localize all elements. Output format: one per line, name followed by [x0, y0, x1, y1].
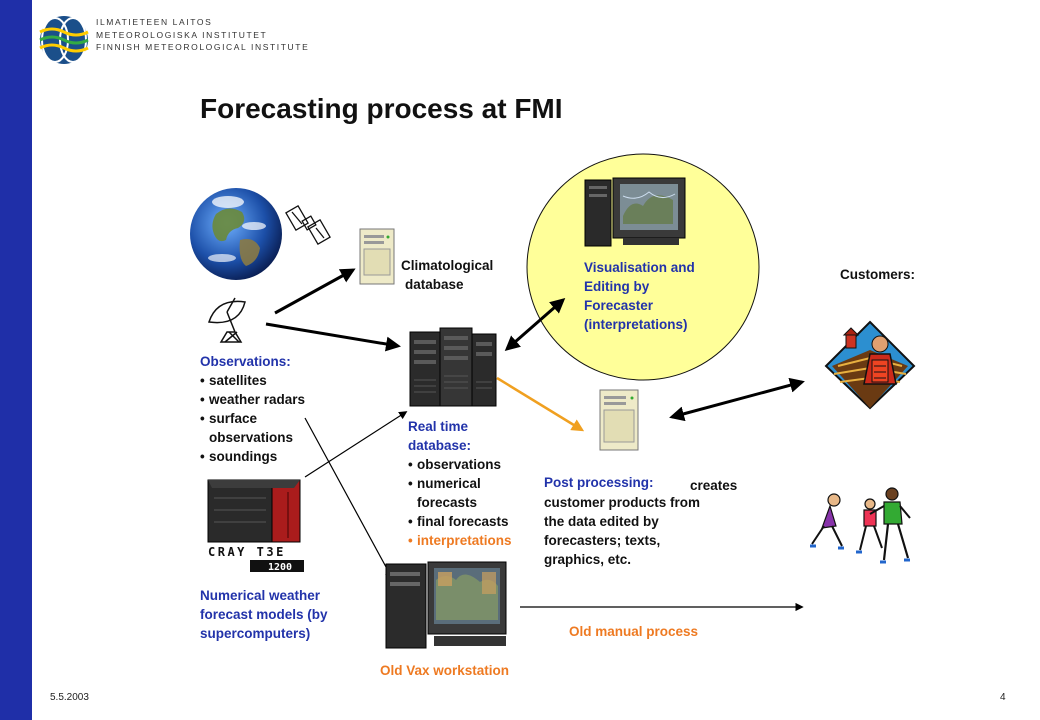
- realtime-database-block: Real time database: observations numeric…: [408, 417, 533, 550]
- footer-page-number: 4: [1000, 692, 1006, 703]
- postprocessing-heading: Post processing:: [544, 475, 654, 490]
- forecaster-workstation-icon: [584, 177, 686, 247]
- climatological-server-icon: [359, 228, 395, 285]
- list-item: surface observations: [200, 409, 330, 447]
- visualisation-label: Visualisation and Editing by Forecaster …: [584, 260, 695, 332]
- cray-label: CRAY T3E: [208, 545, 286, 559]
- old-vax-workstation-icon: [385, 561, 507, 649]
- left-sidebar-bar: [0, 0, 32, 720]
- list-item: weather radars: [200, 390, 330, 409]
- earth-globe-icon: [190, 188, 282, 280]
- realtime-database-servers-icon: [409, 327, 497, 407]
- list-item: numerical forecasts: [408, 474, 533, 512]
- observations-block: Observations: satellites weather radars …: [200, 352, 330, 466]
- customers-label: Customers:: [840, 267, 916, 282]
- page-title: Forecasting process at FMI: [200, 93, 563, 124]
- farmer-customer-icon: [824, 320, 916, 410]
- postprocessing-description: customer products from the data edited b…: [544, 495, 701, 567]
- institute-name: ILMATIETEEN LAITOS METEOROLOGISKA INSTIT…: [96, 17, 310, 52]
- footer-date: 5.5.2003: [50, 692, 89, 703]
- climatological-db-label: Climatological database: [401, 258, 494, 292]
- list-item: soundings: [200, 447, 330, 466]
- list-item: final forecasts: [408, 512, 533, 531]
- list-item: interpretations: [408, 531, 533, 550]
- postprocessing-creates: creates: [690, 478, 738, 493]
- cray-sub-label: 1200: [268, 562, 292, 573]
- list-item: observations: [408, 455, 533, 474]
- radar-dish-icon: [208, 297, 246, 343]
- list-item: satellites: [200, 371, 330, 390]
- postprocessing-server-icon: [599, 389, 639, 451]
- satellite-icon: [285, 204, 331, 246]
- observations-heading: Observations:: [200, 354, 291, 369]
- fmi-logo-icon: [39, 16, 89, 64]
- old-manual-process-label: Old manual process: [569, 624, 699, 639]
- cray-supercomputer-icon: CRAY T3E 1200: [207, 479, 304, 573]
- old-vax-label: Old Vax workstation: [380, 663, 510, 678]
- numerical-models-label: Numerical weather forecast models (by su…: [200, 588, 328, 641]
- runners-customers-icon: [810, 487, 911, 564]
